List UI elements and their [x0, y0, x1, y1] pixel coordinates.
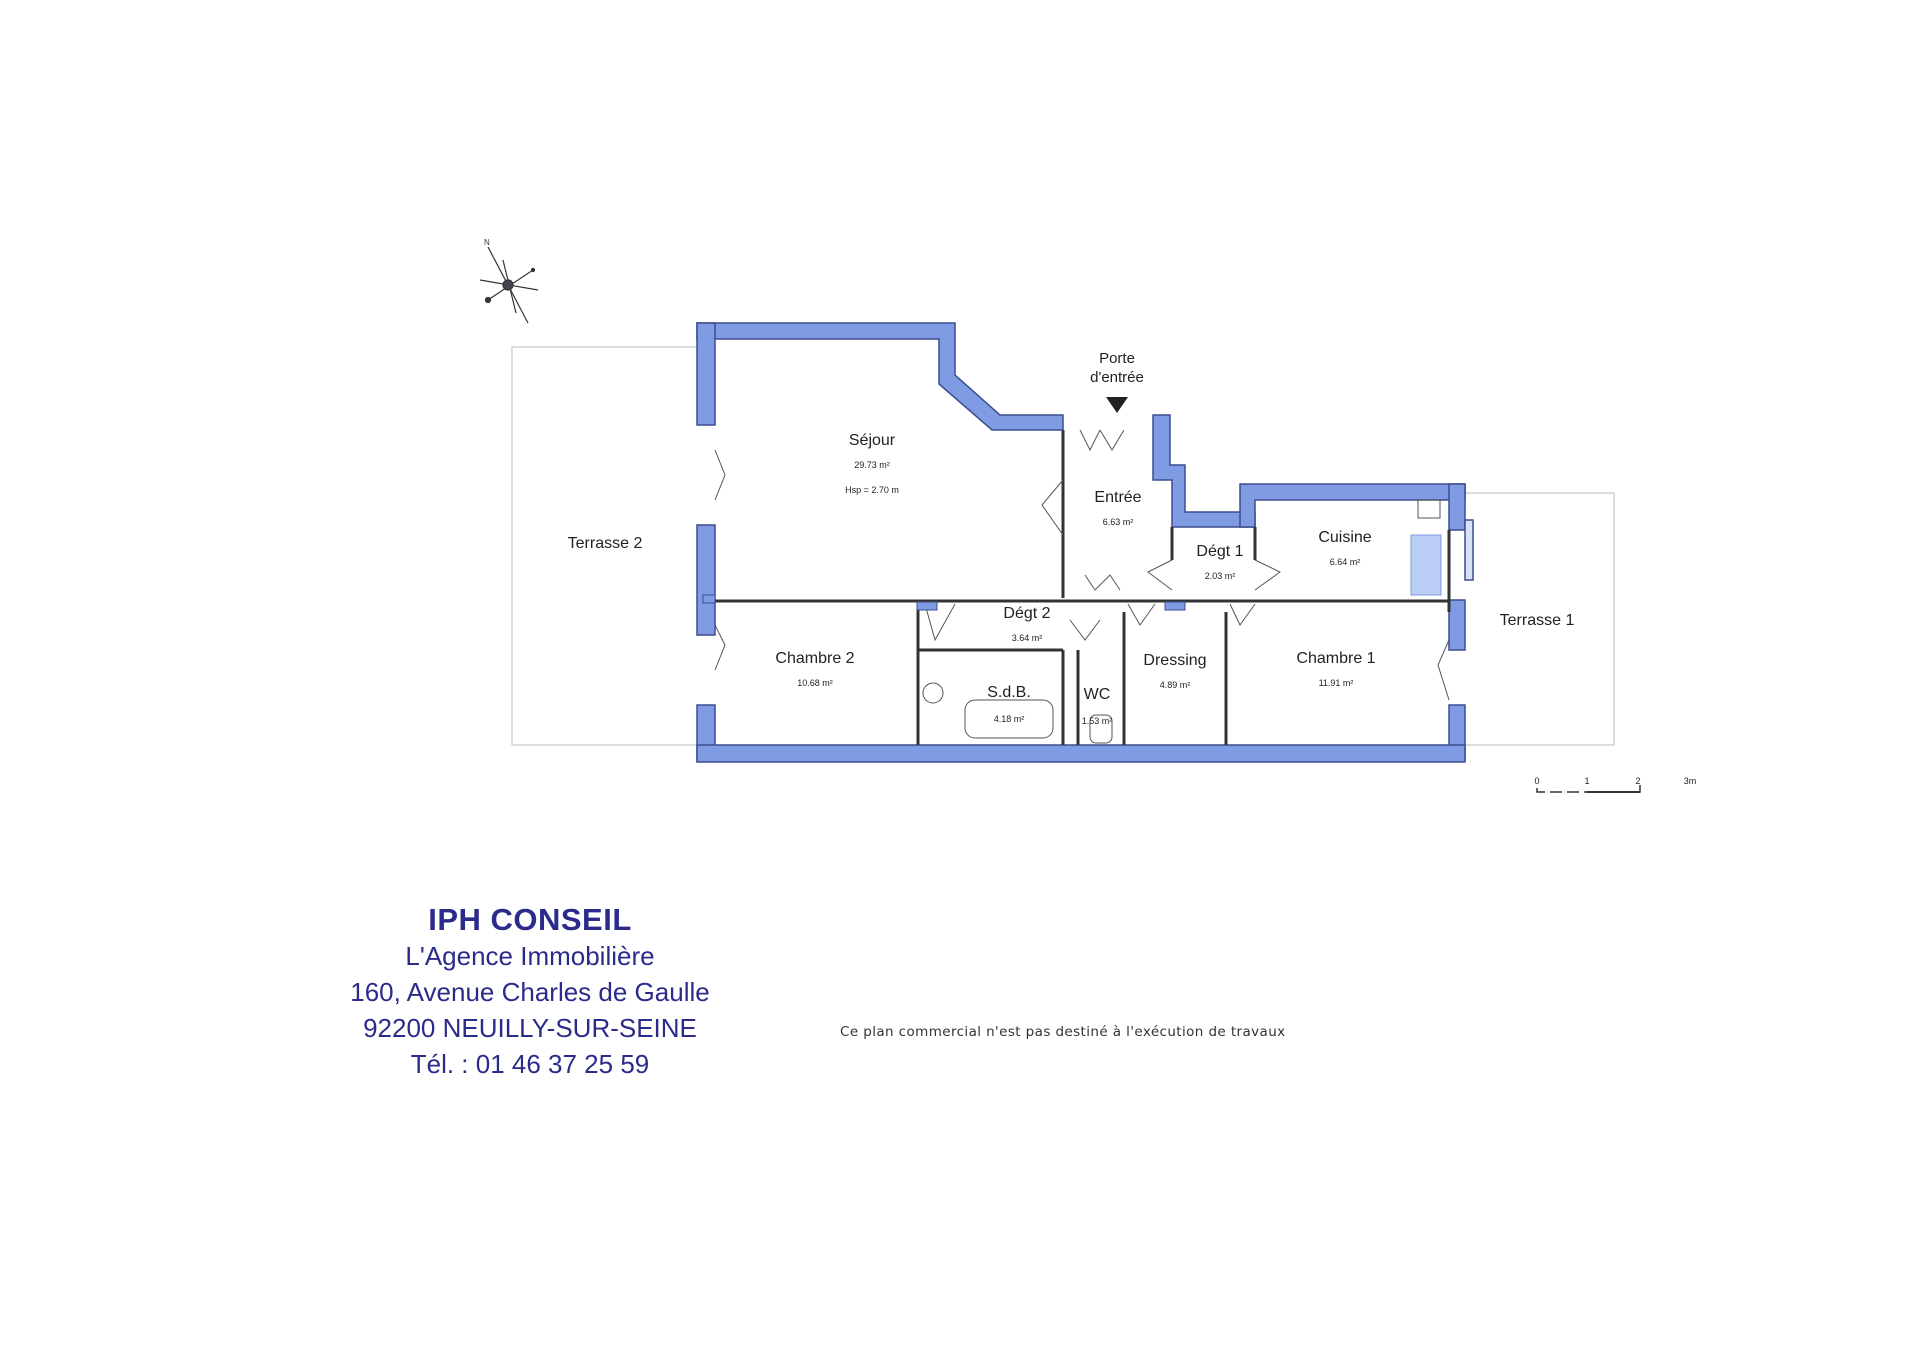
terrace-2-label: Terrasse 2: [568, 535, 643, 552]
room-chambre1-area: 11.91 m²: [1319, 678, 1354, 688]
toilet: [1089, 714, 1113, 744]
room-degt1-name: Dégt 1: [1196, 543, 1243, 560]
room-degt1-area: 2.03 m²: [1205, 571, 1236, 581]
agency-city: 92200 NEUILLY-SUR-SEINE: [363, 1013, 697, 1043]
room-wc-name: WC: [1084, 686, 1111, 703]
room-chambre2-area: 10.68 m²: [797, 678, 833, 688]
scale-tick-3: 3m: [1684, 776, 1697, 786]
fixtures: [702, 499, 1442, 744]
room-wc-area: 1.53 m²: [1082, 716, 1113, 726]
room-sdb-name: S.d.B.: [987, 684, 1031, 701]
bathtub: [964, 699, 1054, 739]
terrace-1-outline: [1462, 492, 1615, 746]
terrace-outlines: [511, 346, 1615, 746]
room-dressing-name: Dressing: [1143, 652, 1206, 669]
room-sejour-name: Séjour: [849, 432, 896, 449]
agency-phone: Tél. : 01 46 37 25 59: [410, 1049, 650, 1079]
scale-bar: 0 1 2 3m: [1534, 776, 1697, 793]
scale-tick-0: 0: [1534, 776, 1539, 786]
door-swings: [714, 429, 1450, 701]
wall-cuisine-top: [1239, 483, 1466, 528]
walls: [696, 322, 1474, 763]
room-degt2-area: 3.64 m²: [1012, 633, 1043, 643]
entrance-arrow-icon: [1106, 397, 1128, 413]
scale-tick-1: 1: [1584, 776, 1589, 786]
svg-text:N: N: [484, 238, 490, 247]
wall-left-mid: [696, 524, 716, 636]
agency-address: 160, Avenue Charles de Gaulle: [350, 977, 710, 1007]
room-dressing-area: 4.89 m²: [1160, 680, 1191, 690]
room-chambre1-name: Chambre 1: [1296, 650, 1375, 667]
agency-tagline: L'Agence Immobilière: [405, 941, 655, 971]
wall-bottom: [696, 744, 1466, 763]
disclaimer-text: Ce plan commercial n'est pas destiné à l…: [840, 1024, 1286, 1040]
washbasin: [922, 682, 944, 704]
door-jamb-1: [916, 601, 938, 611]
agency-block: IPH CONSEIL L'Agence Immobilière 160, Av…: [300, 902, 760, 1082]
door-jamb-2: [1164, 601, 1186, 611]
kitchen-unit: [1417, 499, 1441, 519]
room-entree-area: 6.63 m²: [1103, 517, 1134, 527]
partitions: [715, 430, 1451, 745]
room-sejour-area: 29.73 m²: [854, 460, 890, 470]
room-cuisine-name: Cuisine: [1318, 529, 1371, 546]
scale-tick-2: 2: [1635, 776, 1640, 786]
room-cuisine-area: 6.64 m²: [1330, 557, 1361, 567]
compass-rose-icon: N: [479, 238, 539, 324]
agency-name: IPH CONSEIL: [428, 902, 632, 937]
wall-sejour-top: [696, 322, 1064, 431]
wall-right-upper: [1448, 483, 1466, 531]
wall-left-upper: [696, 322, 716, 426]
entrance-label-1: Porte: [1099, 350, 1135, 367]
room-chambre2-name: Chambre 2: [775, 650, 854, 667]
room-sejour-note: Hsp = 2.70 m: [845, 485, 899, 495]
labels: Porte d'entrée Séjour 29.73 m² Hsp = 2.7…: [568, 350, 1575, 726]
cuisine-window: [1464, 519, 1474, 581]
wall-right-lower: [1448, 599, 1466, 651]
door-jamb-3: [702, 594, 716, 604]
entrance-label-2: d'entrée: [1090, 369, 1144, 386]
terrace-1-label: Terrasse 1: [1500, 612, 1575, 629]
room-entree-name: Entrée: [1094, 489, 1141, 506]
room-degt2-name: Dégt 2: [1003, 605, 1050, 622]
terrace-2-outline: [511, 346, 697, 746]
kitchen-counter: [1410, 534, 1442, 596]
room-sdb-area: 4.18 m²: [994, 714, 1025, 724]
